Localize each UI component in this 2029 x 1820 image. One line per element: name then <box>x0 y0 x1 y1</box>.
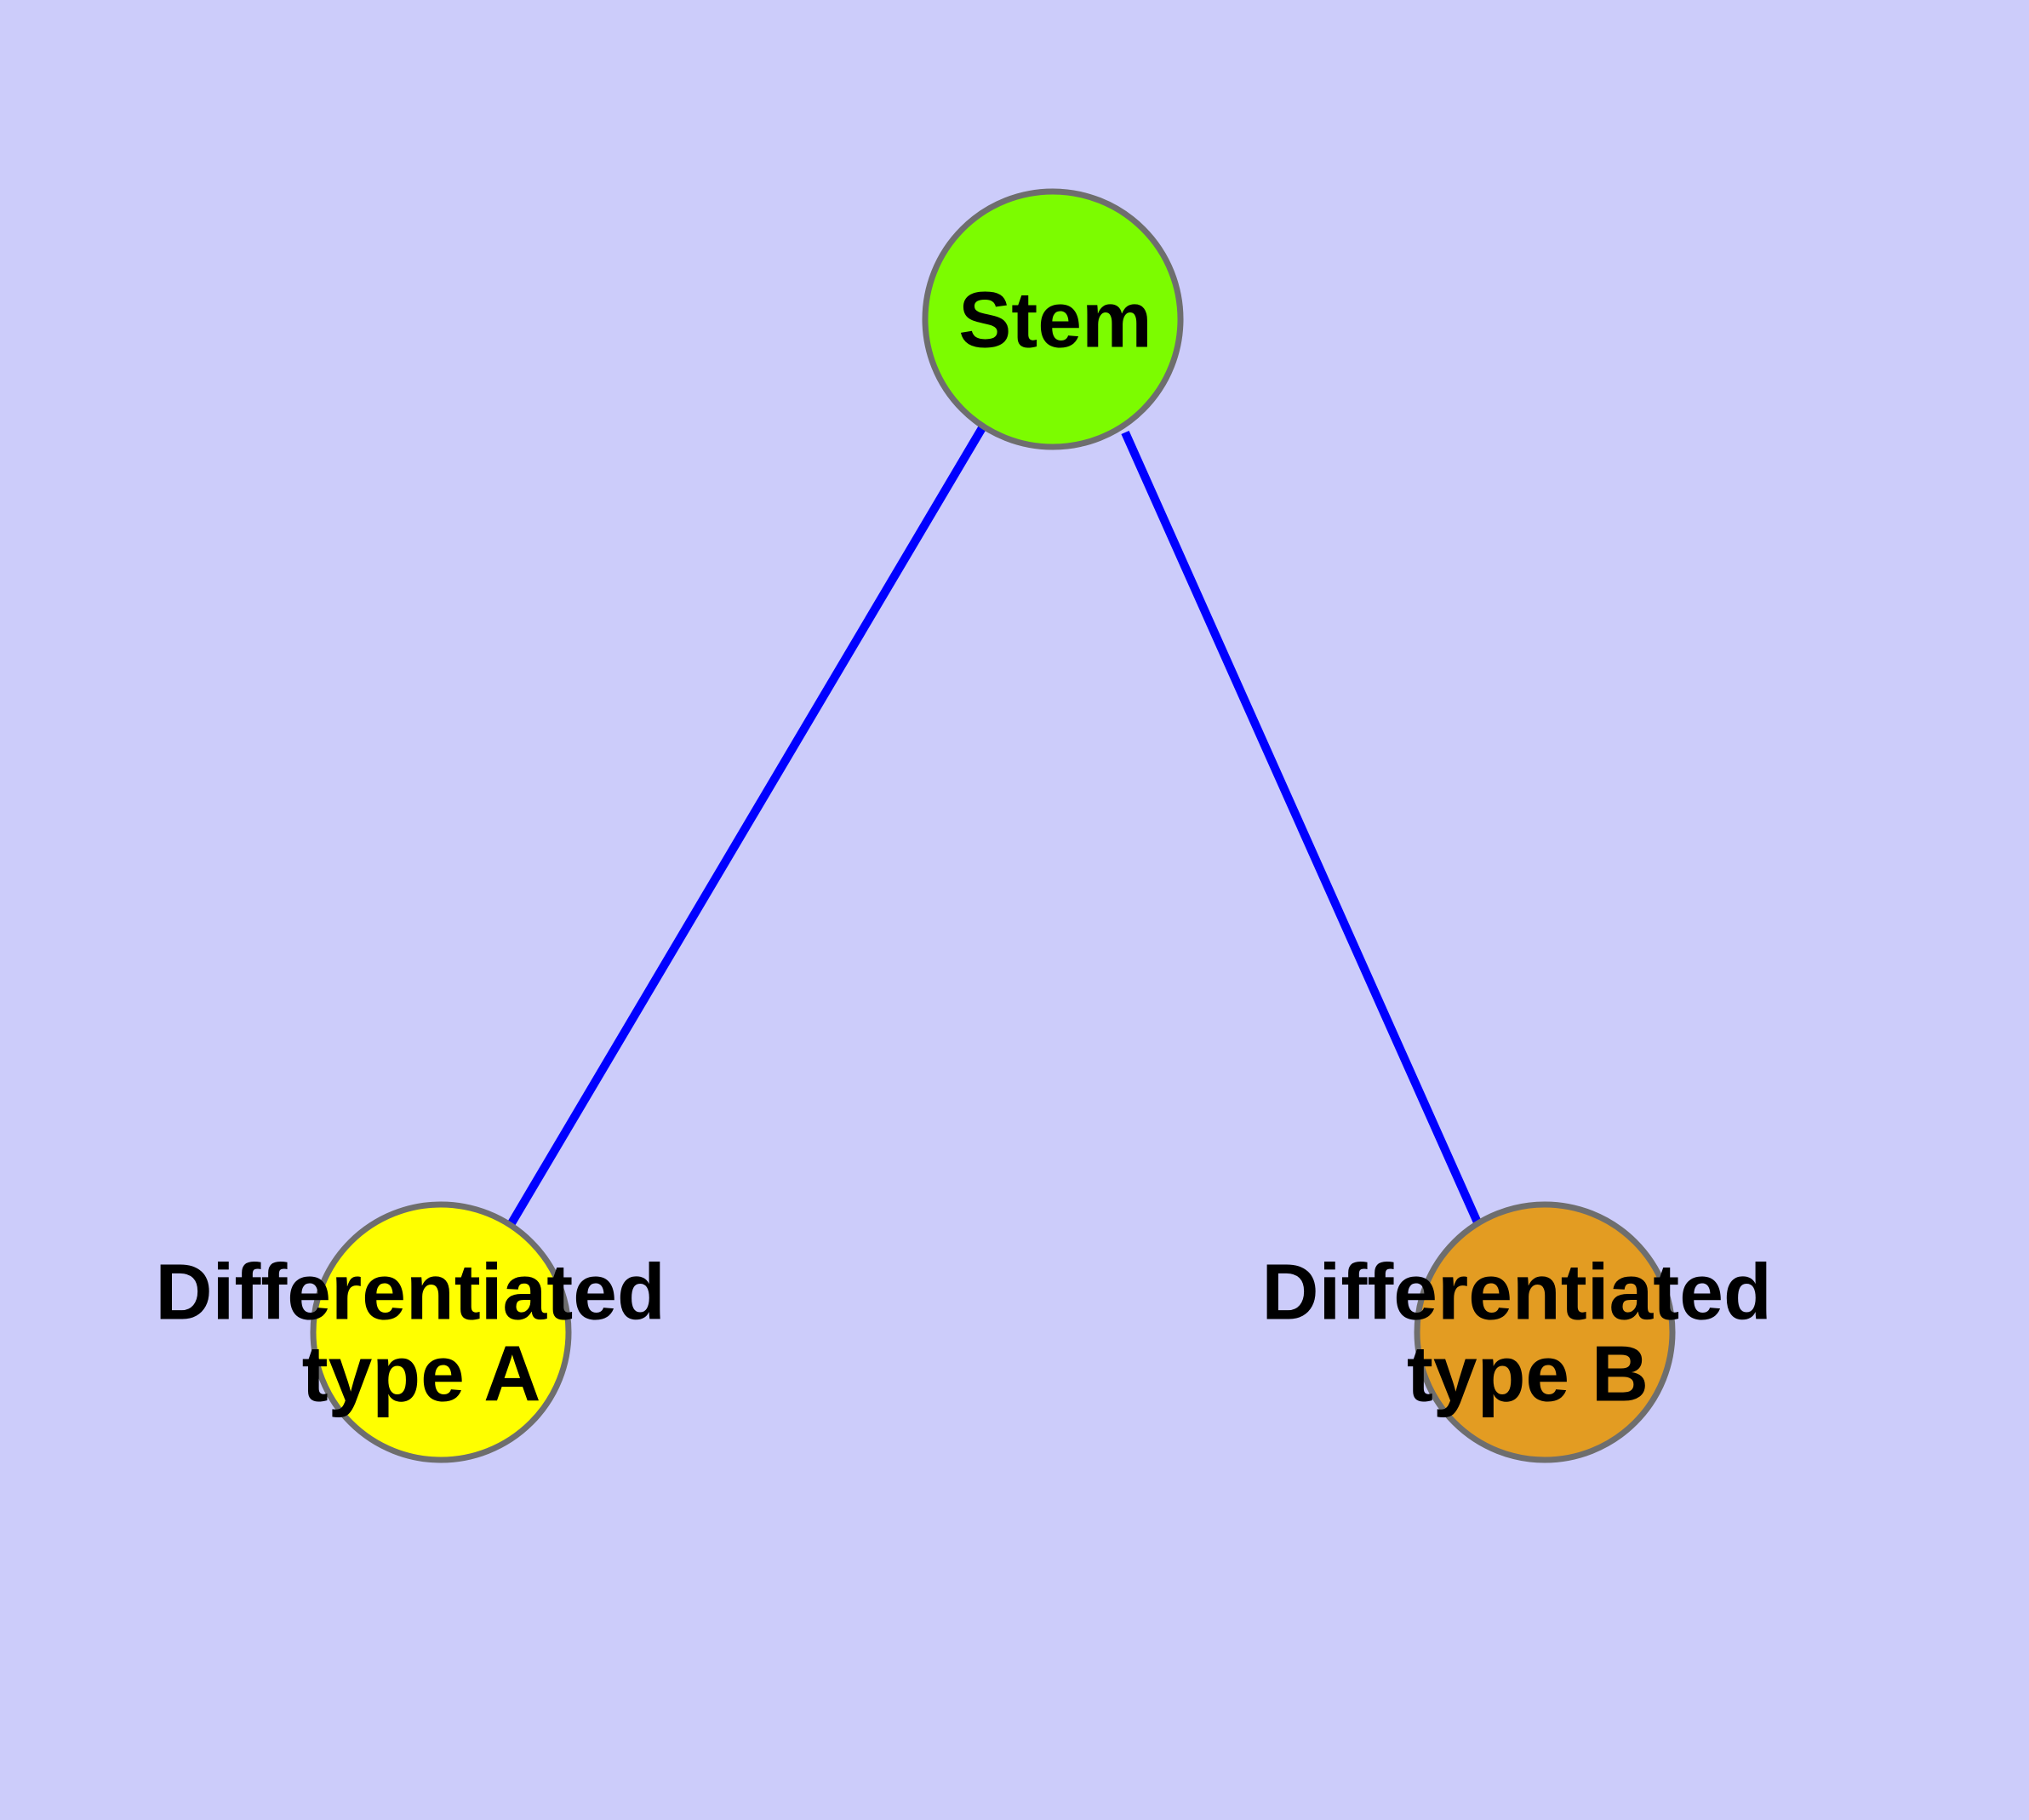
node-differentiated-type-b[interactable] <box>1414 1201 1676 1463</box>
label-layer: Stem Differentiated type A Differentiate… <box>155 275 1793 1417</box>
node-label-differentiated-type-b: Differentiated type B <box>1261 1241 1793 1417</box>
node-label-differentiated-type-a: Differentiated type A <box>155 1241 687 1417</box>
node-differentiated-type-a[interactable] <box>310 1201 572 1463</box>
node-label-stem-line1: Stem <box>958 275 1152 363</box>
node-stem[interactable] <box>922 188 1184 450</box>
edge-stem-to-type-a[interactable] <box>507 424 987 1226</box>
edge-layer <box>507 424 1482 1226</box>
node-label-stem: Stem <box>958 275 1152 363</box>
node-label-differentiated-type-b-line2: type B <box>1407 1329 1649 1417</box>
node-label-differentiated-type-b-line1: Differentiated <box>1261 1247 1771 1336</box>
node-label-differentiated-type-a-line1: Differentiated <box>155 1247 665 1336</box>
node-layer <box>310 188 1676 1463</box>
edge-stem-to-type-b[interactable] <box>1121 430 1482 1225</box>
node-label-differentiated-type-a-line2: type A <box>302 1329 541 1417</box>
